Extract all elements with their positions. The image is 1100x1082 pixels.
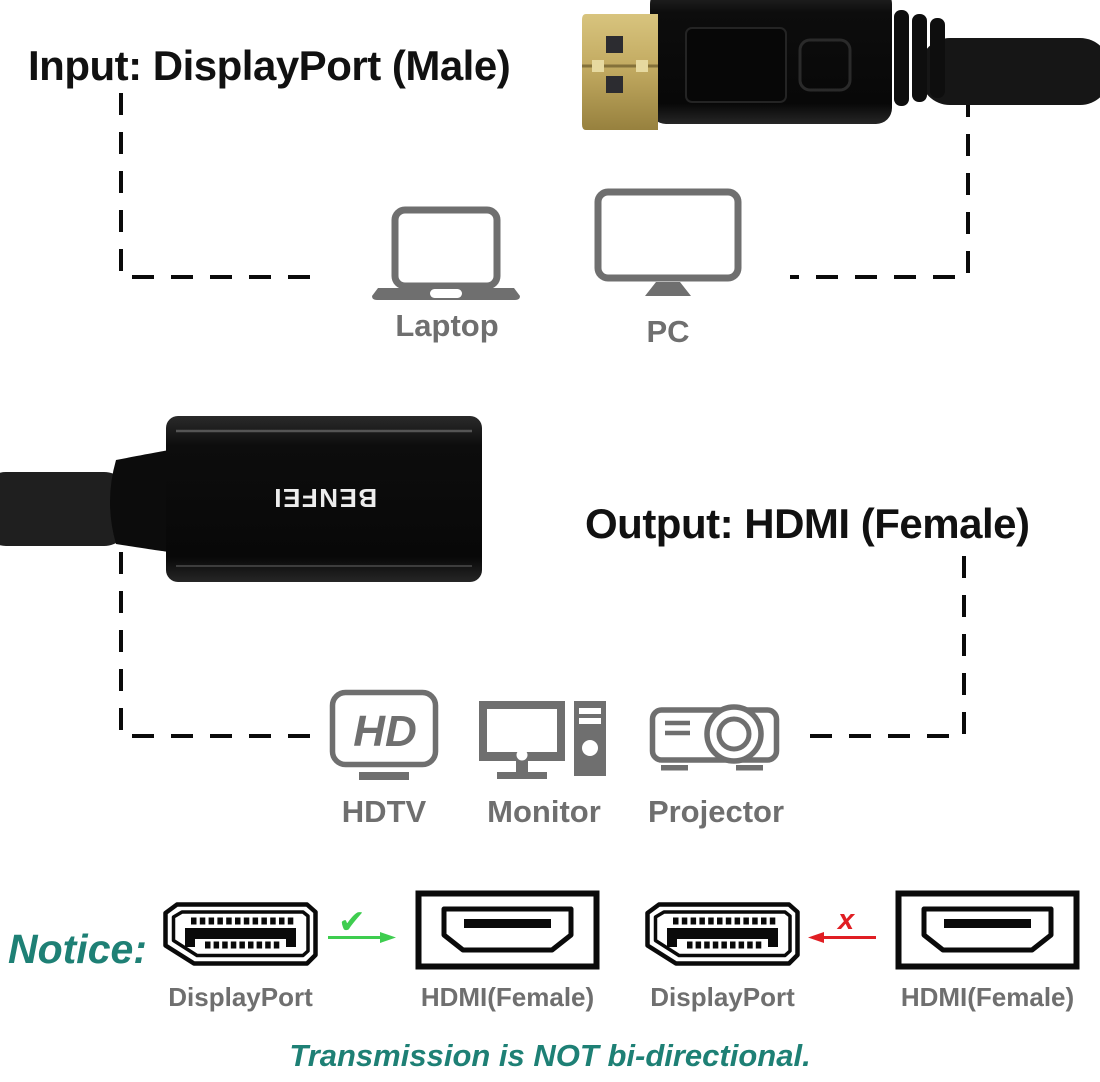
monitor-icon — [479, 701, 606, 779]
adapter-brand: BENFEI — [272, 483, 378, 513]
displayport-male-cable-photo — [582, 0, 1100, 130]
arrow-right-icon — [328, 932, 396, 943]
arrow-left-icon — [808, 932, 876, 943]
laptop-icon — [372, 206, 520, 300]
hdmi-female-label: HDMI(Female) — [900, 982, 1075, 1012]
laptop-label: Laptop — [395, 308, 499, 343]
adapter-photo — [0, 416, 482, 582]
hdtv-label: HDTV — [341, 794, 427, 829]
input-title: Input: DisplayPort (Male) — [28, 42, 511, 89]
hdmi-port-icon — [415, 890, 600, 970]
displayport-port-icon — [645, 902, 800, 966]
projector-icon — [649, 704, 780, 771]
output-title: Output: HDMI (Female) — [585, 500, 1030, 547]
displayport-label: DisplayPort — [168, 982, 313, 1012]
pc-label: PC — [646, 314, 690, 349]
monitor-label: Monitor — [487, 794, 601, 829]
hdmi-port-icon — [895, 890, 1080, 970]
check-icon: ✔ — [338, 903, 366, 940]
hd-badge: HD — [353, 707, 417, 756]
displayport-port-icon — [163, 902, 318, 966]
projector-label: Projector — [647, 794, 785, 829]
notice-label: Notice: — [8, 926, 147, 972]
displayport-label: DisplayPort — [650, 982, 795, 1012]
cross-icon: x — [838, 904, 855, 936]
hdtv-icon: HD — [329, 689, 439, 780]
footer-note: Transmission is NOT bi-directional. — [289, 1038, 811, 1073]
pc-icon — [594, 188, 742, 296]
hdmi-female-label: HDMI(Female) — [420, 982, 595, 1012]
